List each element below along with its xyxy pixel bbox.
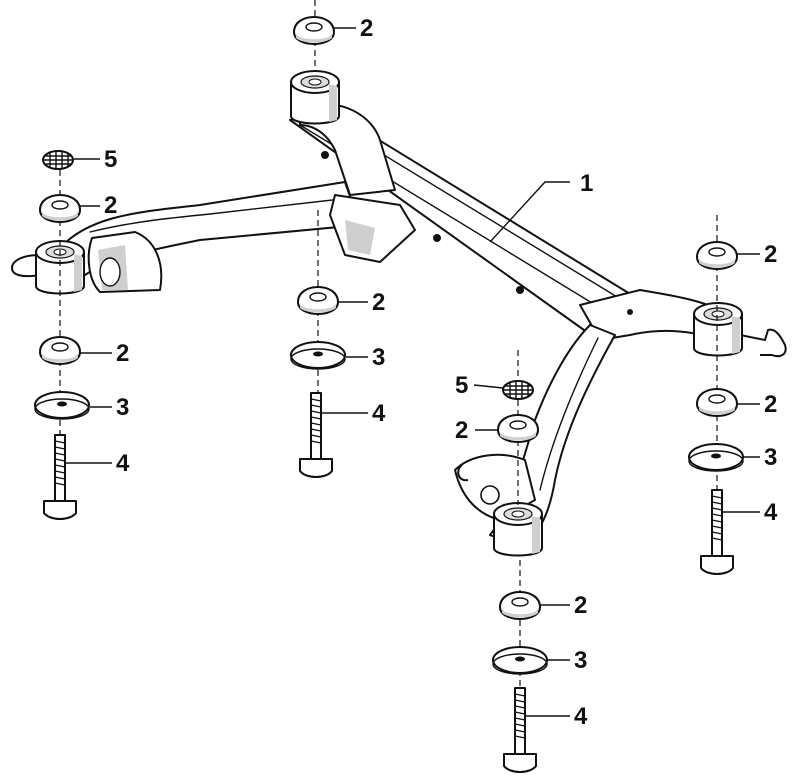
callout-bolt-left: 4 [116, 450, 130, 477]
washer-right-lower [696, 388, 738, 417]
callout-mesh-center: 5 [455, 372, 468, 399]
bushing-top [290, 70, 340, 125]
callout-disc-mid: 3 [372, 344, 385, 371]
disc-mid [290, 341, 346, 370]
callout-washer-right-upper: 2 [764, 241, 777, 268]
disc-bottom [492, 646, 548, 675]
washer-left-upper [39, 194, 81, 223]
mesh-left [42, 150, 74, 170]
callout-washer-left-lower: 2 [116, 340, 129, 367]
callout-washer-center: 2 [455, 417, 468, 444]
leader-lines [66, 27, 760, 717]
disc-right [688, 443, 744, 472]
washer-right-upper [696, 241, 738, 270]
washer-left-lower [39, 336, 81, 365]
callout-washer-top: 2 [360, 15, 373, 42]
mesh-center [502, 380, 534, 400]
callout-mesh-left: 5 [104, 146, 117, 173]
subframe-body [11, 103, 787, 546]
bolt-right [700, 489, 734, 575]
callout-bolt-bottom: 4 [574, 703, 588, 730]
callout-bolt-mid: 4 [372, 400, 386, 427]
washer-center [497, 414, 539, 443]
callout-washer-left-upper: 2 [104, 192, 117, 219]
washer-bottom [499, 591, 541, 620]
callout-subframe: 1 [580, 170, 593, 197]
bolt-mid [299, 392, 333, 478]
bushing-bottom [493, 502, 543, 557]
callout-washer-bottom: 2 [574, 592, 587, 619]
callout-washer-mid: 2 [372, 289, 385, 316]
callout-bolt-right: 4 [764, 499, 778, 526]
bolt-left [43, 434, 77, 520]
bolt-bottom [503, 687, 537, 773]
washer-mid [297, 286, 339, 315]
washer-top [293, 16, 335, 45]
callout-disc-right: 3 [764, 444, 777, 471]
callout-disc-bottom: 3 [574, 647, 587, 674]
bushing-right [693, 302, 743, 357]
callout-disc-left: 3 [116, 394, 129, 421]
disc-left [34, 391, 90, 420]
callout-washer-right-lower: 2 [764, 391, 777, 418]
